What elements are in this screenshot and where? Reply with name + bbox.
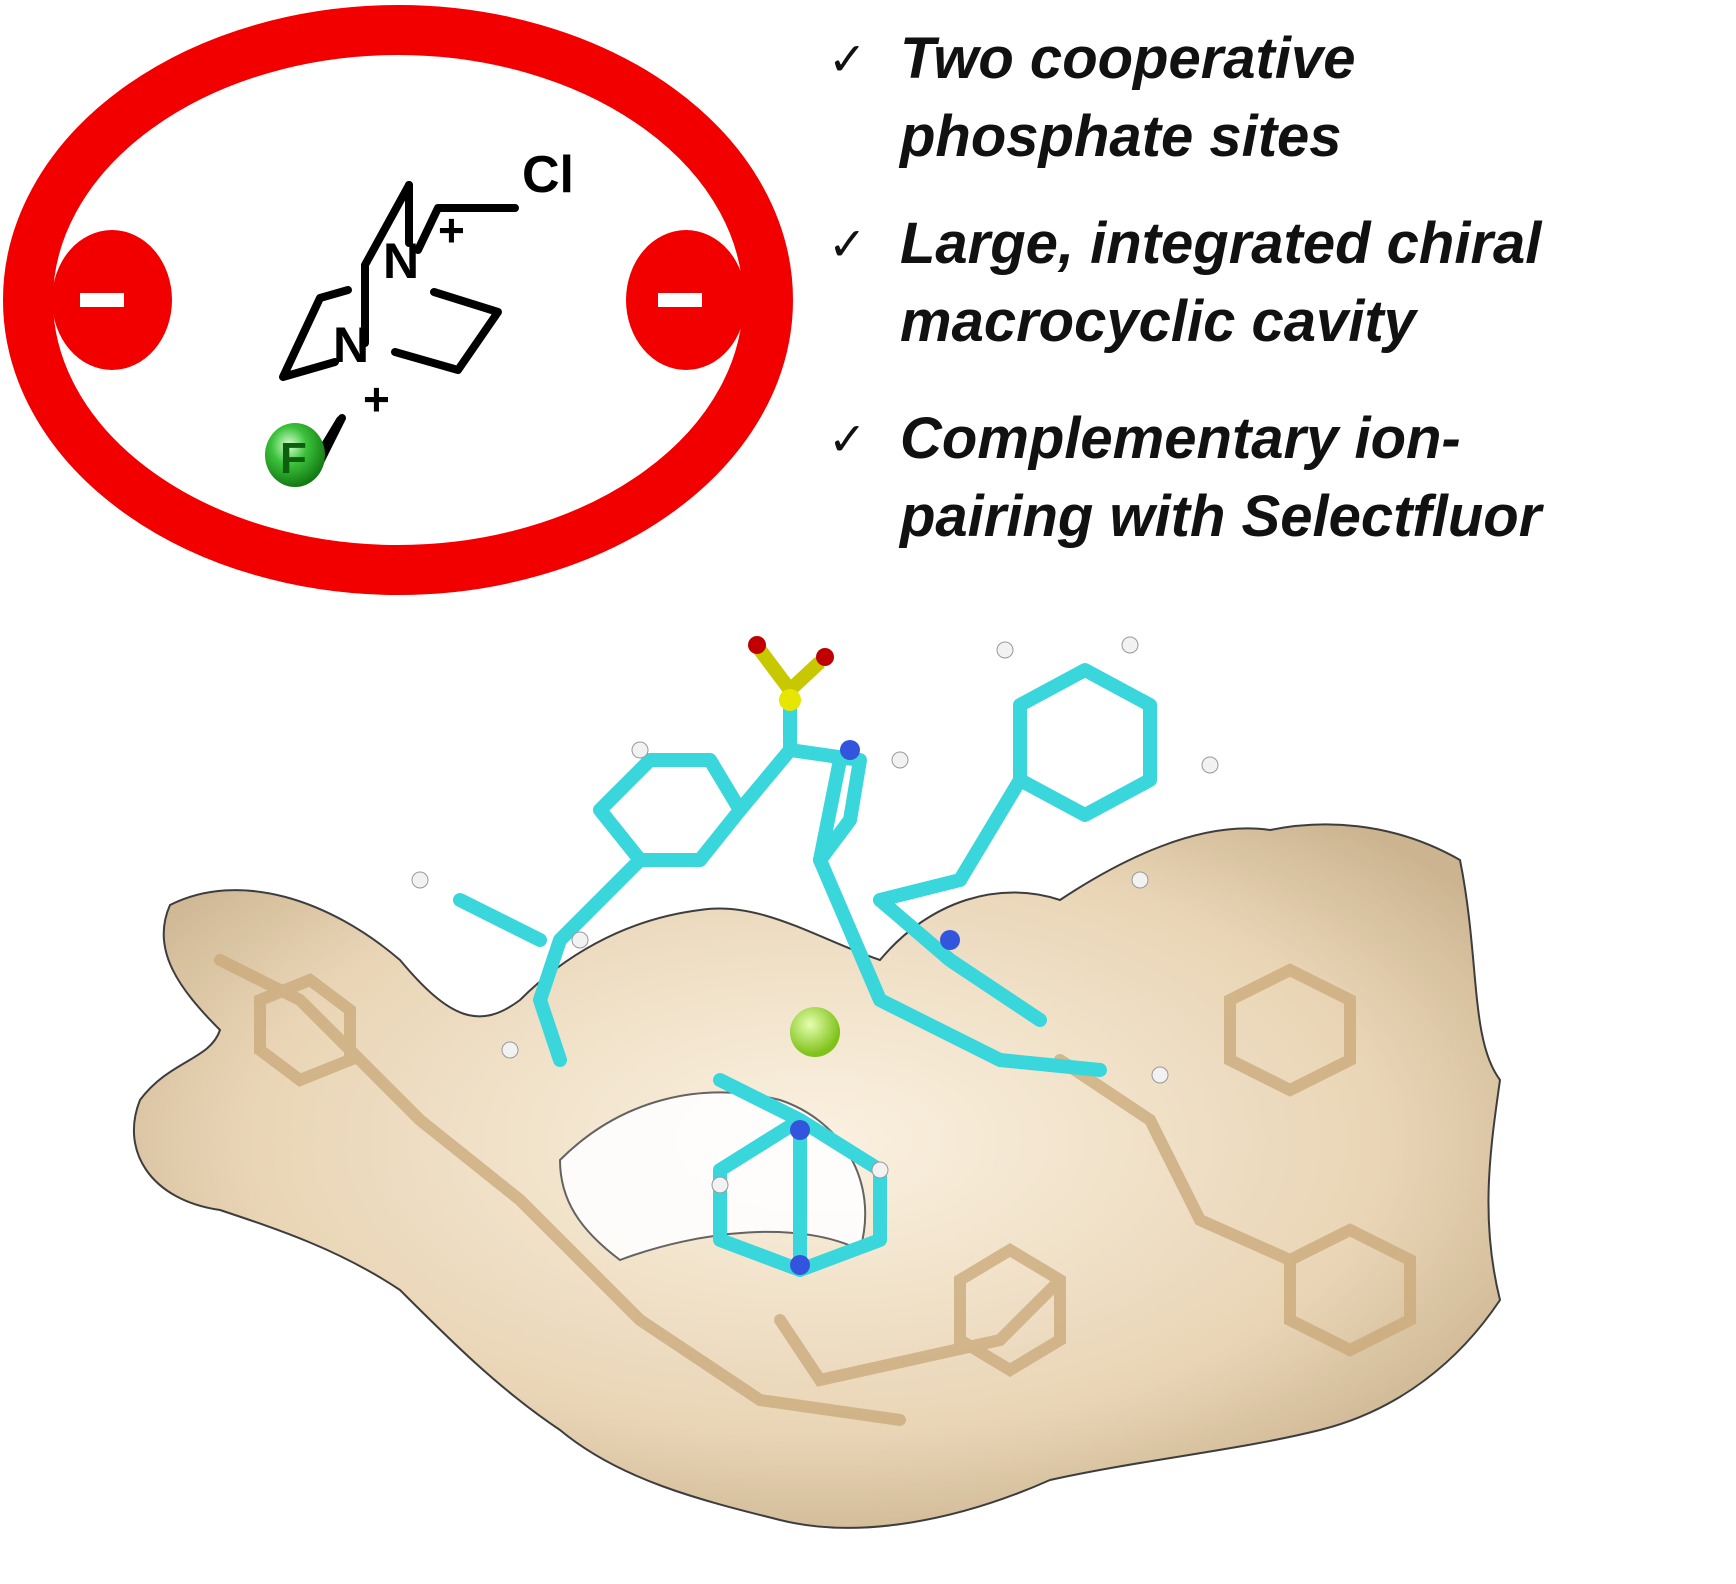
feature-line: pairing with Selectfluor xyxy=(900,484,1542,549)
checkmark-icon: ✓ xyxy=(828,413,867,465)
host-surface-model xyxy=(132,823,1502,1529)
feature-ion-pairing: ✓ Complementary ion- pairing with Select… xyxy=(828,400,1542,556)
checkmark-icon: ✓ xyxy=(828,218,867,270)
fluorine-atom-icon xyxy=(265,423,325,487)
feature-line: Complementary ion- xyxy=(900,406,1461,471)
charge-plus-upper: + xyxy=(438,204,465,256)
hydrogen-atoms-icon xyxy=(411,636,1219,1194)
minus-icon xyxy=(658,293,702,307)
charge-plus-lower: + xyxy=(363,373,390,425)
nitrogen-atoms-icon xyxy=(790,740,960,1275)
atom-f: F xyxy=(280,434,307,483)
selectfluor-structure xyxy=(279,181,519,474)
atom-cl: Cl xyxy=(522,146,574,204)
atom-n-lower: N xyxy=(333,317,369,373)
feature-line: phosphate sites xyxy=(900,104,1342,169)
feature-chiral-cavity: ✓ Large, integrated chiral macrocyclic c… xyxy=(828,205,1542,361)
feature-line: macrocyclic cavity xyxy=(900,289,1416,354)
checkmark-icon: ✓ xyxy=(828,33,867,85)
sulfonyl-group-icon xyxy=(748,636,834,711)
feature-cooperative-phosphate: ✓ Two cooperative phosphate sites xyxy=(828,20,1356,176)
anionic-macrocycle-ring xyxy=(3,5,793,595)
feature-line: Two cooperative xyxy=(900,26,1356,91)
atom-n-upper: N xyxy=(383,233,419,289)
chloride-ion-icon xyxy=(790,1007,840,1057)
feature-line: Large, integrated chiral xyxy=(900,211,1542,276)
minus-icon xyxy=(80,293,124,307)
